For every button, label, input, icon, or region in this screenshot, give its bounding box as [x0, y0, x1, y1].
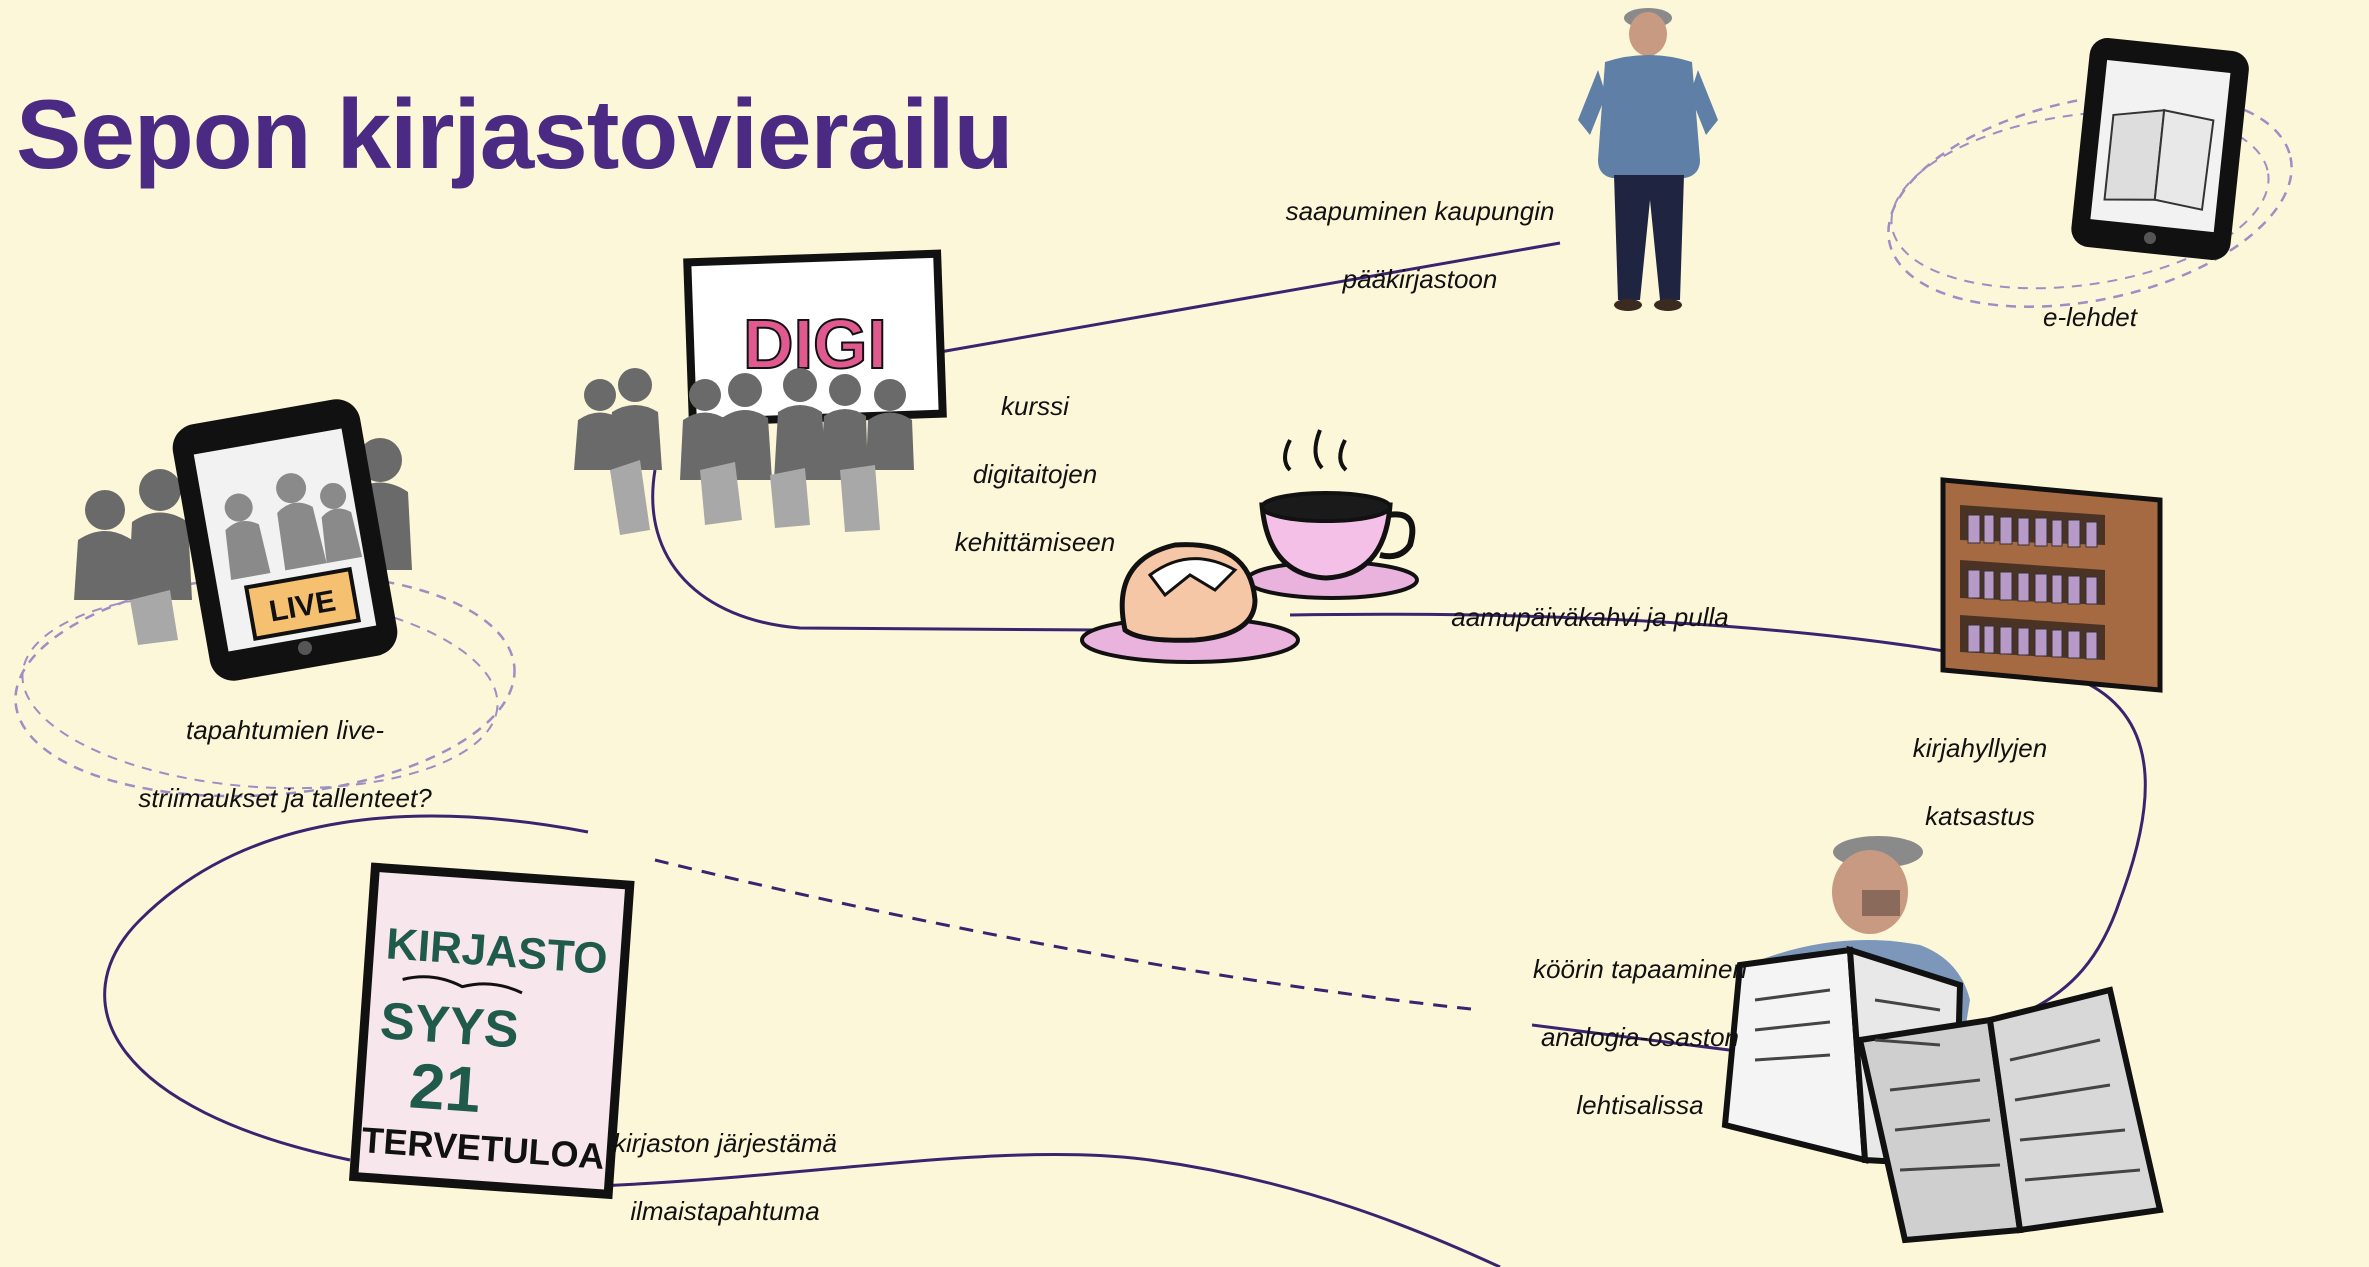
idea-outline-livestream-2	[21, 590, 499, 790]
path-poster-loop	[103, 814, 589, 1162]
caption-line: kirjahyllyjen	[1912, 733, 2048, 763]
caption-line: analogia-osaston	[1540, 1022, 1740, 1052]
step-caption-arrival: saapuminen kaupungin pääkirjastoon	[1255, 160, 1585, 330]
tablet-emagazine-illustration	[2071, 38, 2249, 261]
bookshelf-illustration	[1940, 477, 2163, 693]
path-choir-to-event	[1531, 1023, 1746, 1054]
coffee-and-bun-illustration	[1080, 429, 1419, 664]
idea-outline-emagazines	[1887, 92, 2293, 308]
caption-line: katsastus	[1925, 801, 2035, 831]
poster-line-2: SYYS	[378, 992, 520, 1060]
caption-line: pääkirjastoon	[1342, 264, 1498, 294]
step-caption-coffee: aamupäiväkahvi ja pulla	[1430, 566, 1750, 668]
caption-line: striimaukset ja tallenteet?	[138, 783, 432, 813]
step-caption-digi-course: kurssi digitaitojen kehittämiseen	[930, 355, 1140, 593]
step-caption-choir: köörin tapaaminen analogia-osaston lehti…	[1510, 918, 1770, 1156]
audience-silhouettes	[574, 368, 914, 535]
caption-line: tapahtumien live-	[186, 715, 384, 745]
man-reading-newspapers-illustration	[1721, 836, 2164, 1244]
path-digi-to-coffee	[651, 469, 1101, 632]
page-title: Sepon kirjastovierailu	[16, 79, 1013, 189]
man-standing-figure	[1578, 8, 1718, 311]
caption-line: e-lehdet	[2043, 302, 2137, 332]
caption-line: ilmaistapahtuma	[630, 1196, 820, 1226]
event-poster-illustration: KIRJASTO SYYS 21 TERVETULOA	[348, 862, 635, 1200]
caption-line: kehittämiseen	[954, 527, 1116, 557]
phone-livestream-illustration: LIVE	[172, 399, 398, 681]
caption-line: lehtisalissa	[1576, 1090, 1704, 1120]
caption-line: köörin tapaaminen	[1533, 954, 1747, 984]
caption-line: kurssi	[1001, 391, 1069, 421]
step-caption-free-event: kirjaston järjestämä ilmaistapahtuma	[590, 1092, 860, 1262]
path-dashed-link	[654, 858, 1481, 1012]
idea-outline-emagazines-2	[1890, 110, 2270, 290]
caption-line: kirjaston järjestämä	[613, 1128, 837, 1158]
idea-caption-emagazines: e-lehdet	[2010, 266, 2170, 368]
caption-line: digitaitojen	[972, 459, 1098, 489]
idea-outline-livestream	[14, 572, 516, 798]
path-arrival-to-digi	[939, 241, 1561, 354]
digi-screen-text: DIGI	[743, 305, 887, 383]
path-event-to-bottom	[569, 1152, 1501, 1267]
idea-caption-livestream: tapahtumien live- striimaukset ja tallen…	[105, 679, 465, 849]
caption-line: saapuminen kaupungin	[1285, 196, 1555, 226]
poster-line-3: 21	[407, 1049, 483, 1126]
caption-line: aamupäiväkahvi ja pulla	[1451, 602, 1729, 632]
step-caption-bookshelf: kirjahyllyjen katsastus	[1870, 697, 2090, 867]
